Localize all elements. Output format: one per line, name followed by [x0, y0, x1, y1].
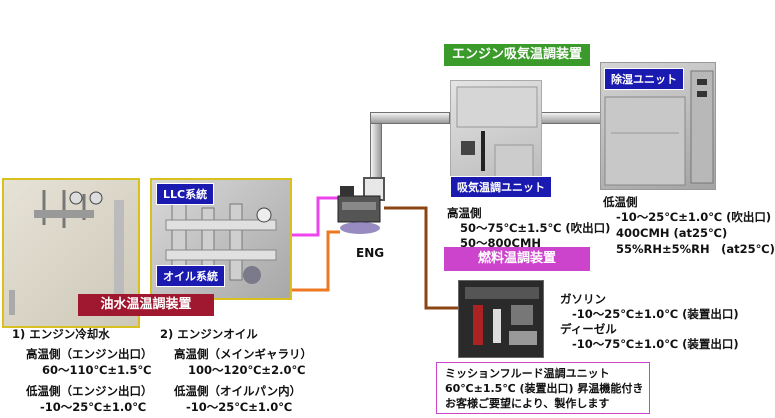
- coolant-high-value: 60～110℃±1.5℃: [42, 363, 152, 377]
- intake-unit-illustration: [456, 86, 538, 180]
- mission-line1: ミッションフルード温調ユニット: [445, 367, 610, 380]
- intake-unit-photo: [450, 80, 542, 192]
- fuel-unit-illustration: [465, 287, 539, 345]
- oil-heading: 2) エンジンオイル: [160, 327, 258, 341]
- oil-high-label: 高温側（メインギャラリ）: [174, 347, 312, 361]
- mission-line2: 60℃±1.5℃ (装置出口) 昇温機能付き: [445, 382, 644, 395]
- intake-high-value1: 50～75℃±1.5℃ (吹出口): [460, 221, 611, 235]
- diesel-label: ディーゼル: [560, 322, 617, 336]
- oil-system-label: オイル系統: [156, 265, 225, 287]
- oil-water-unit-title: 油水温温調装置: [78, 294, 214, 316]
- diesel-value: -10～75℃±1.0℃ (装置出口): [572, 337, 739, 351]
- engine-photo: [334, 172, 386, 240]
- pipework-illustration: [9, 190, 124, 315]
- oil-line: [292, 230, 340, 292]
- engine-illustration: [337, 177, 385, 234]
- fuel-line: [384, 206, 460, 310]
- intake-duct-link: [540, 112, 602, 124]
- dehumid-unit-label: 除湿ユニット: [604, 68, 684, 90]
- oil-high-value: 100～120℃±2.0℃: [188, 363, 306, 377]
- mission-fluid-box: ミッションフルード温調ユニット 60℃±1.5℃ (装置出口) 昇温機能付き お…: [436, 362, 650, 414]
- intake-unit-label: 吸気温調ユニット: [450, 176, 552, 198]
- dehumid-low-value3: 55%RH±5%RH (at25℃): [616, 242, 775, 256]
- coolant-low-value: -10～25℃±1.0℃: [40, 400, 147, 414]
- coolant-high-label: 高温側（エンジン出口）: [26, 347, 153, 361]
- coolant-low-label: 低温側（エンジン出口）: [26, 384, 153, 398]
- intake-unit-title: エンジン吸気温調装置: [444, 44, 590, 66]
- fuel-unit-title: 燃料温調装置: [444, 247, 590, 271]
- mission-line3: お客様ご要望により、製作します: [445, 397, 610, 410]
- gasoline-value: -10～25℃±1.0℃ (装置出口): [572, 307, 739, 321]
- pipework-illustration: [165, 201, 277, 284]
- fuel-unit-photo: [458, 280, 544, 358]
- gasoline-label: ガソリン: [560, 292, 606, 306]
- intake-duct-horizontal: [370, 112, 450, 124]
- llc-line: [292, 196, 340, 237]
- dehumid-low-value1: -10～25℃±1.0℃ (吹出口): [616, 210, 772, 224]
- dehumid-low-label: 低温側: [603, 195, 638, 209]
- intake-high-label: 高温側: [447, 206, 482, 220]
- oil-low-label: 低温側（オイルパン内）: [174, 384, 302, 398]
- dehumid-unit-illustration: [604, 70, 714, 186]
- intake-high-value2: 50～800CMH: [460, 236, 542, 250]
- coolant-heading: 1) エンジン冷却水: [12, 327, 110, 341]
- llc-system-label: LLC系統: [156, 183, 215, 205]
- oil-low-value: -10～25℃±1.0℃: [186, 400, 293, 414]
- dehumid-low-value2: 400CMH (at25℃): [616, 226, 728, 240]
- engine-label: ENG: [356, 246, 385, 260]
